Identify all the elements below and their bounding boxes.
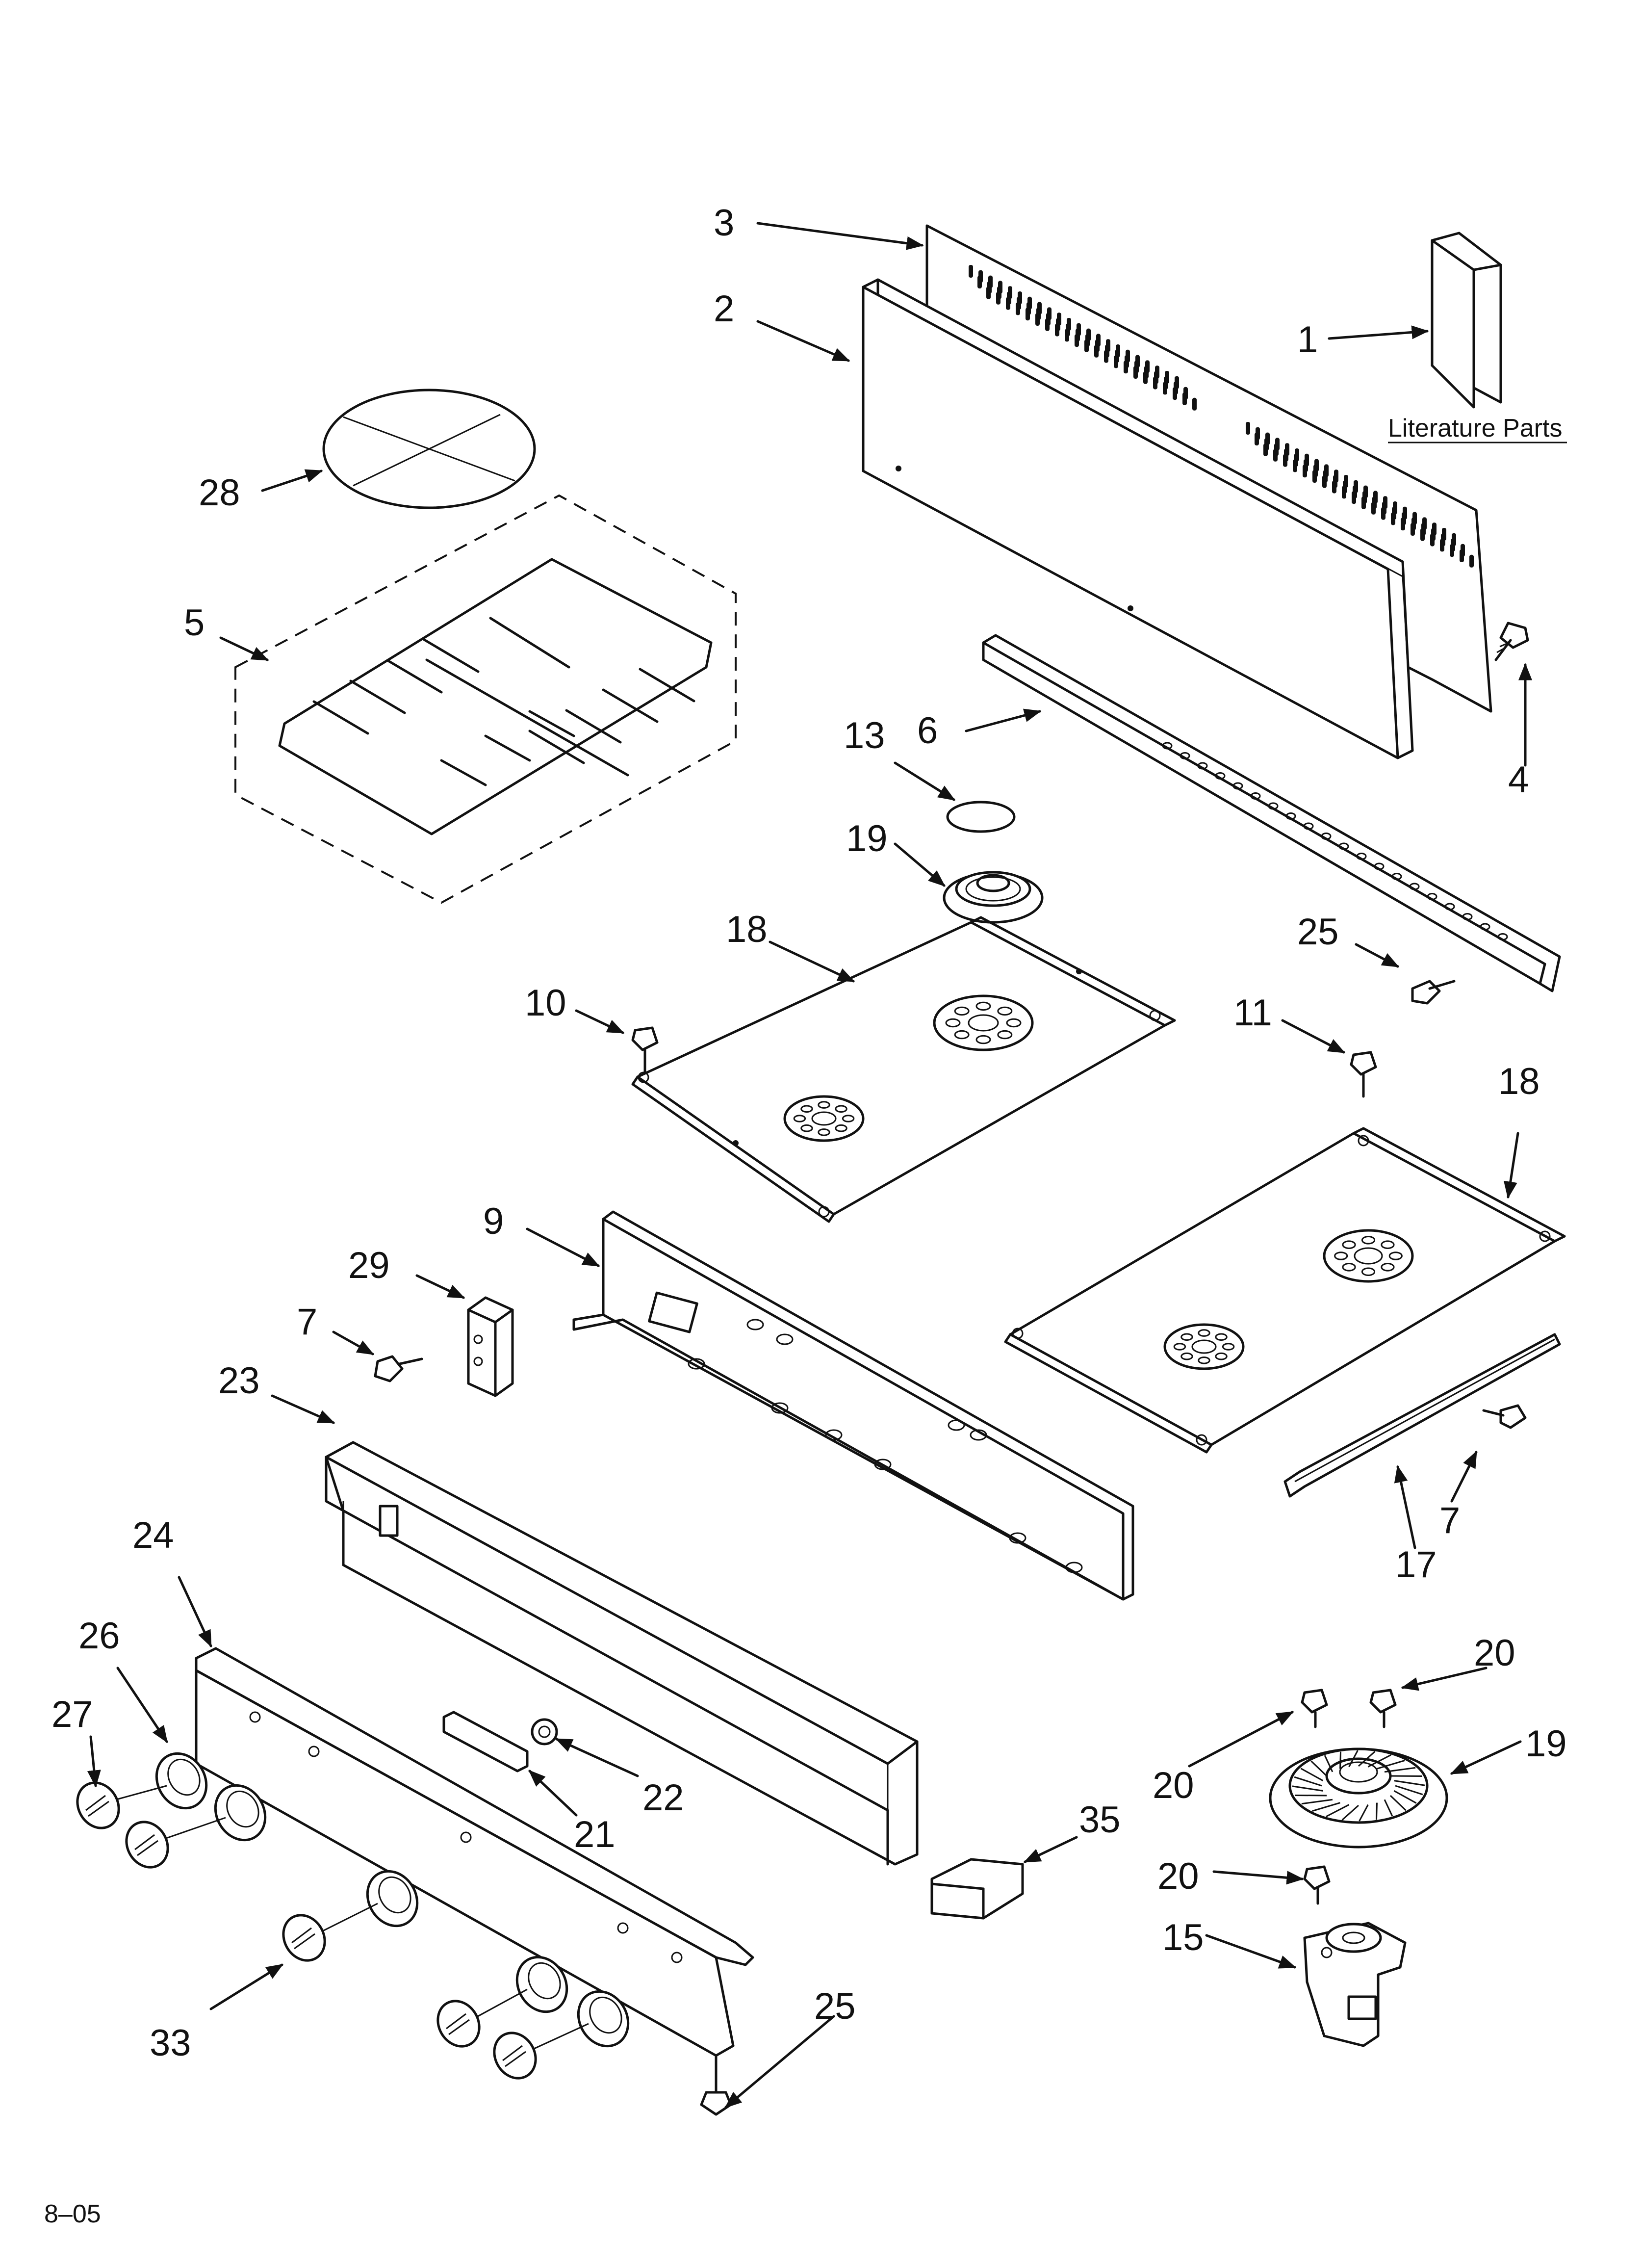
callout-19-lower: 19 <box>1525 1723 1567 1765</box>
callout-3: 3 <box>714 202 734 244</box>
callout-7-left: 7 <box>297 1301 317 1343</box>
knob-bezel <box>577 1990 630 2048</box>
burner-base-lower <box>1269 1747 1448 1849</box>
callout-26: 26 <box>78 1615 120 1657</box>
callout-25-lower: 25 <box>814 1985 856 2027</box>
burner-pan-left <box>631 916 1176 1223</box>
callout-18-left: 18 <box>726 909 768 950</box>
callout-labels: 1 2 3 4 5 6 7 7 9 10 11 13 15 17 18 18 1… <box>44 202 1567 2228</box>
callout-20-left: 20 <box>1153 1765 1194 1806</box>
switch-cover <box>930 1858 1024 1920</box>
burner-base-upper <box>943 871 1044 924</box>
burner-grate <box>234 494 737 904</box>
control-knob <box>125 1817 226 1869</box>
burner-pan-right <box>1004 1127 1566 1454</box>
knob-set <box>76 1752 630 2080</box>
callout-29: 29 <box>348 1245 390 1286</box>
burner-mat <box>322 389 536 509</box>
callout-33: 33 <box>150 2022 191 2064</box>
knob-bezel <box>515 1955 568 2013</box>
callout-5: 5 <box>184 602 205 644</box>
callout-19-upper: 19 <box>846 818 888 860</box>
callout-20-right: 20 <box>1474 1632 1515 1674</box>
burner-cap <box>946 801 1016 833</box>
screw-part-4 <box>1494 622 1529 661</box>
callout-10: 10 <box>525 982 566 1024</box>
callout-1: 1 <box>1297 319 1318 361</box>
leader-arrows <box>87 222 1532 2109</box>
backguard-panel <box>862 278 1414 759</box>
burner-valve <box>1303 1922 1407 2047</box>
callout-28: 28 <box>199 472 240 514</box>
screw-part-11 <box>1350 1051 1377 1098</box>
callout-13: 13 <box>844 715 885 756</box>
callout-35: 35 <box>1079 1799 1121 1841</box>
callout-7-right: 7 <box>1439 1500 1460 1541</box>
callout-15: 15 <box>1162 1917 1204 1958</box>
literature-booklet <box>1431 232 1502 409</box>
control-knob <box>436 1988 528 2048</box>
knob-bezel <box>155 1752 208 1810</box>
callout-17: 17 <box>1395 1544 1437 1586</box>
screw-part-20-b <box>1369 1689 1397 1728</box>
trim-strip <box>1283 1333 1561 1498</box>
callout-4: 4 <box>1508 759 1529 801</box>
knob-bezel <box>366 1870 419 1928</box>
callout-2: 2 <box>714 288 734 330</box>
screw-part-7-left <box>374 1355 423 1382</box>
callout-25-upper: 25 <box>1297 911 1339 953</box>
screw-part-20-c <box>1303 1865 1331 1905</box>
screw-part-25-lower <box>700 2054 732 2116</box>
callout-11: 11 <box>1233 992 1272 1034</box>
callout-6: 6 <box>917 710 938 752</box>
literature-parts-label: Literature Parts <box>1388 414 1563 443</box>
callout-22: 22 <box>642 1777 684 1819</box>
manifold-bracket <box>572 1210 1134 1601</box>
nameplate-badge <box>442 1711 529 1773</box>
callout-9: 9 <box>483 1200 504 1242</box>
control-panel-housing <box>325 1441 919 1866</box>
callout-27: 27 <box>51 1694 93 1735</box>
spark-module <box>467 1296 514 1397</box>
footer-code: 8–05 <box>44 2200 101 2228</box>
control-knob <box>282 1903 378 1962</box>
knob-bezel <box>214 1784 267 1842</box>
callout-18-right: 18 <box>1498 1061 1540 1102</box>
screw-part-10 <box>631 1026 659 1073</box>
callout-20-lower: 20 <box>1157 1855 1199 1897</box>
callout-23: 23 <box>218 1360 260 1402</box>
cross-channel <box>982 634 1561 992</box>
callout-24: 24 <box>132 1514 174 1556</box>
screw-part-25-upper <box>1411 980 1456 1005</box>
control-knob <box>76 1781 167 1829</box>
nut-part-22 <box>531 1718 558 1746</box>
control-panel-face <box>195 1647 754 2057</box>
screw-part-7-right <box>1482 1404 1527 1429</box>
callout-21: 21 <box>574 1814 616 1855</box>
control-knob <box>493 2023 589 2080</box>
screw-part-20-a <box>1301 1689 1328 1728</box>
